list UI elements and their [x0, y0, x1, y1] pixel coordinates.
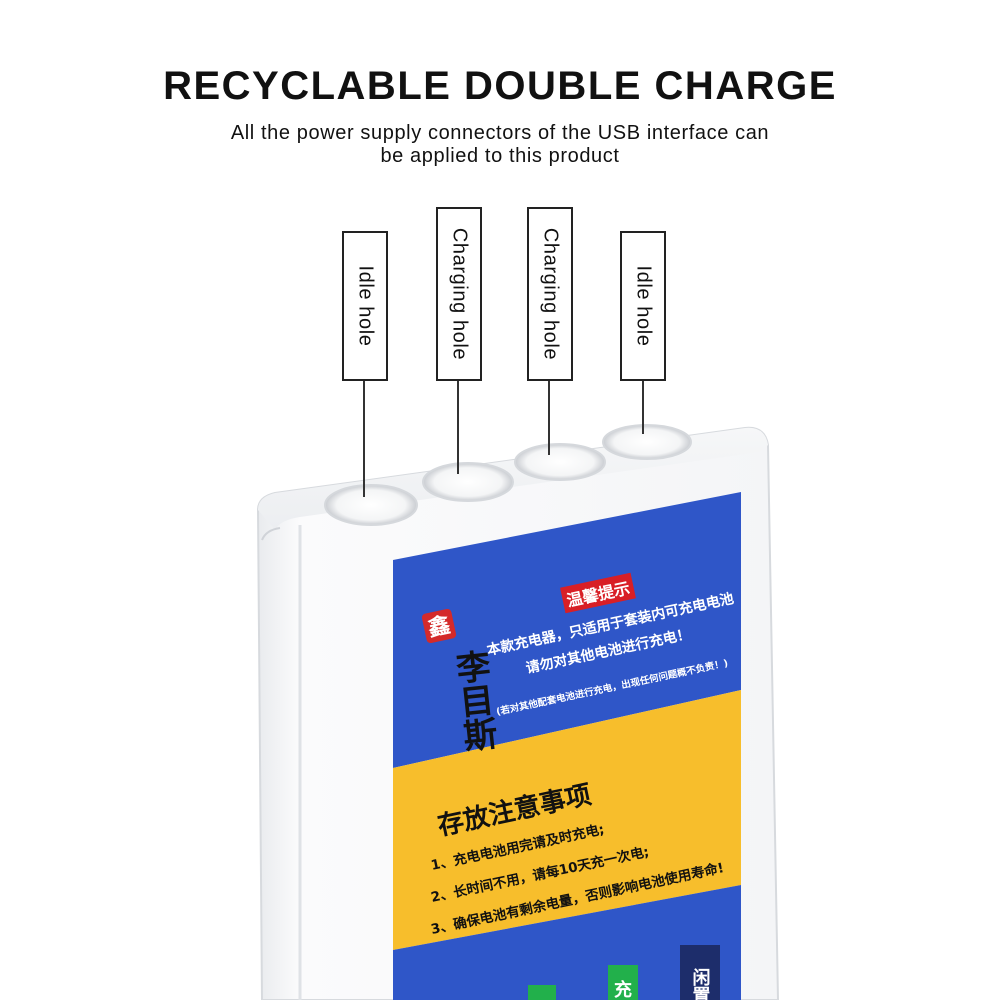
page-title: RECYCLABLE DOUBLE CHARGE — [163, 64, 837, 108]
charging-hole-left — [422, 462, 514, 502]
callout-charging-hole-right: Charging hole — [527, 207, 573, 381]
warning-tag — [560, 572, 636, 614]
label-blue-bottom — [393, 885, 741, 1000]
green-indicator-2 — [608, 965, 638, 1000]
navy-tag — [680, 945, 720, 1000]
subtitle-line-2: be applied to this product — [380, 145, 620, 167]
port-holes — [324, 424, 692, 526]
leader-lines — [363, 381, 644, 497]
label-blue-top — [393, 492, 741, 768]
brand-seal-char: 鑫 — [426, 612, 453, 642]
subtitle-line-1: All the power supply connectors of the U… — [230, 122, 770, 144]
label-yellow-section — [393, 690, 741, 950]
callout-idle-hole-left: Idle hole — [342, 231, 388, 381]
green-tag-text: 充 — [614, 979, 632, 1000]
charging-hole-right — [514, 443, 606, 481]
idle-hole-left — [324, 484, 418, 526]
idle-hole-right — [602, 424, 692, 460]
page-subtitle: All the power supply connectors of the U… — [150, 122, 850, 168]
navy-tag-text: 闲置 — [690, 967, 711, 1000]
green-indicator-1 — [528, 985, 556, 1000]
callout-idle-hole-right: Idle hole — [620, 231, 666, 381]
brand-seal — [421, 608, 457, 644]
callout-charging-hole-left: Charging hole — [436, 207, 482, 381]
sticker-label: 鑫 李目斯 温馨提示 本款充电器，只适用于套装内可充电电池 请勿对其他电池进行充… — [393, 492, 741, 1000]
